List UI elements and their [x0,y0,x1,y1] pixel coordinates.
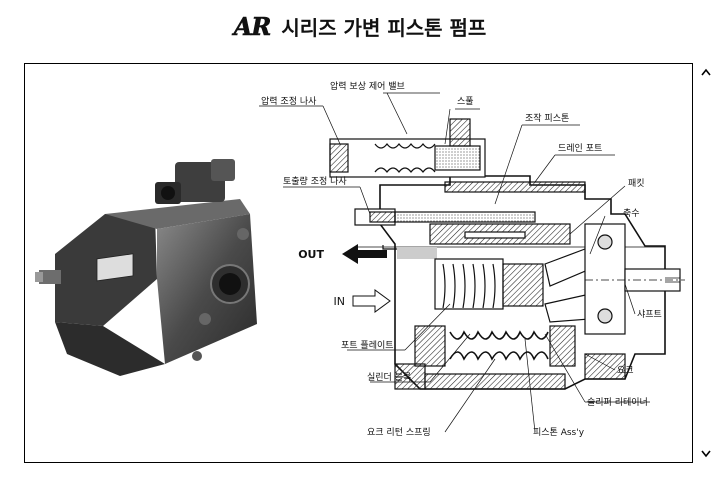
page-title: AR 시리즈 가변 피스톤 펌프 [0,12,720,42]
label-pad: 패킷 [628,177,645,189]
label-drain-port: 드레인 포트 [558,143,602,154]
out-arrow [342,244,387,264]
out-label: OUT [298,248,324,261]
chevron-up-icon [701,68,711,76]
leader-lines [259,92,650,433]
title-text: 시리즈 가변 피스톤 펌프 [281,16,487,40]
label-port-plate: 포트 플레이트 [341,340,394,351]
label-yoke-return-spring: 요크 리턴 스프링 [367,426,431,438]
label-pressure-comp-valve: 압력 보상 제어 밸브 [330,80,405,92]
title-logo: AR [233,12,271,42]
label-pressure-adjust-screw: 압력 조정 나사 [261,95,317,107]
label-shaft: 샤프트 [637,309,662,320]
label-shaft-axis: 축수 [623,208,640,219]
scroll-down-button[interactable] [696,444,716,462]
label-piston-assy: 피스톤 Ass'y [533,427,585,438]
vertical-scrollbar[interactable] [696,64,716,462]
cross-section-drawing [329,118,685,390]
in-label: IN [334,295,345,308]
chevron-down-icon [701,450,711,458]
label-slipper-retainer: 슬리퍼 리테이너 [587,397,648,408]
diagram-canvas: OUT IN [35,80,685,438]
scroll-up-button[interactable] [696,64,716,82]
pump-photo [35,159,257,376]
label-yoke: 요크 [617,365,634,376]
label-flow-adjust-screw: 토출량 조정 나사 [283,175,347,187]
label-spool: 스풀 [457,96,474,107]
diagram-frame: OUT IN [24,63,693,463]
label-cylinder-block: 실린더 블록 [367,372,411,383]
scroll-thumb[interactable] [699,104,713,404]
in-arrow [352,289,391,313]
label-control-piston: 조작 피스톤 [525,113,569,124]
